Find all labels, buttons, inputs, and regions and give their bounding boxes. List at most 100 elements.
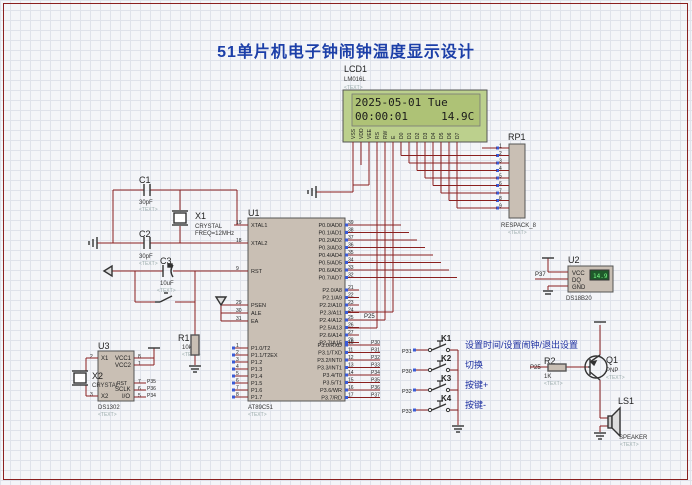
u1-right-pin-num: 25 [348, 315, 354, 321]
rp1-pin-num: 3 [499, 159, 502, 165]
p3-net-label: P34 [371, 370, 380, 376]
key-function-label: 按键- [465, 399, 486, 410]
u1-right-pin-name: P0.1/AD1 [318, 231, 342, 237]
x1-type: CRYSTAL [195, 224, 223, 230]
u1-right-pin-num: 16 [348, 385, 354, 391]
rp1-pin-num: 2 [499, 151, 502, 157]
u1-right-pin-name: P0.5/AD5 [318, 261, 342, 267]
u3-text-tag: <TEXT> [98, 412, 117, 418]
key-ref: K3 [441, 374, 452, 383]
c2-value: 30pF [139, 254, 153, 260]
u1-right-pin-num: 38 [348, 228, 354, 234]
reset-symbols [102, 263, 228, 373]
u1-left-pin-num: 30 [236, 308, 242, 314]
lcd-pin-label: D6 [447, 132, 453, 139]
u2-pin-dq: DQ [572, 278, 581, 284]
lcd1[interactable]: LCD1 LM016L <TEXT> 2025-05-01 Tue 00:00:… [342, 64, 488, 143]
u1-right-pin-name: P0.6/AD6 [318, 268, 342, 274]
x2-symbol [72, 347, 160, 386]
lcd-pin-label: D7 [455, 132, 461, 139]
p3-net-label: P32 [371, 355, 380, 361]
u1-right-pin-name: P0.7/AD7 [318, 276, 342, 282]
key-function-label: 按键+ [465, 379, 488, 390]
u1-right-pin-name: P2.3/A11 [320, 311, 342, 317]
c2-ref: C2 [139, 229, 151, 239]
rp1-pin-marker [496, 146, 499, 150]
u3-ds1302[interactable]: U3 X1 X2 VCC1 VCC2 RST SCLK I/O DS1302 <… [90, 341, 156, 418]
lcd-pin-label: VDD [359, 128, 365, 139]
lcd-power-wires [316, 142, 394, 193]
lcd1-model: LM016L [344, 77, 366, 83]
u3-pin-num-3: 3 [90, 392, 93, 398]
u1-left-pin-num: 6 [236, 378, 239, 384]
keys-group[interactable]: P31K1设置时间/设置闹钟/退出设置P30K2切换P32K3按键+P33K4按… [402, 334, 578, 433]
u1-at89c51[interactable]: U1 AT89C51 <TEXT> XTAL119XTAL218RST9PSEN… [234, 208, 375, 418]
key-net-label: P33 [402, 409, 412, 415]
q1-text-tag: <TEXT> [606, 375, 625, 381]
rp1-pin-marker [496, 161, 499, 165]
u1-right-pin-name: P3.6/WR [320, 388, 342, 394]
ground-symbol-lcd [307, 186, 317, 198]
schematic-title: 51单片机电子钟闹钟温度显示设计 [217, 44, 475, 61]
p3-net-label: P33 [371, 363, 380, 369]
u1-right-pin-num: 12 [348, 355, 354, 361]
u3-pin-num-7: 7 [138, 379, 141, 385]
x2-type: CRYSTAL [92, 383, 120, 389]
u1-right-pin-num: 37 [348, 235, 354, 241]
lcd-pin-label: E [391, 135, 397, 139]
q1-type: PNP [606, 368, 618, 374]
u1-left-pin-num: 31 [236, 316, 242, 322]
u1-right-pin-num: 33 [348, 265, 354, 271]
u3-pin-num-8: 8 [138, 354, 141, 360]
p3-net-label: P35 [371, 378, 380, 384]
lcd-pin-label: D4 [431, 132, 437, 139]
u1-left-pin-name: P1.1/T2EX [251, 353, 278, 359]
x2-ref: X2 [92, 371, 103, 381]
u1-left-pin-num: 1 [236, 343, 239, 349]
u3-body [97, 350, 135, 402]
r2-value: 1K [544, 374, 551, 380]
u1-right-pin-num: 15 [348, 378, 354, 384]
u1-right-pin-num: 34 [348, 258, 354, 264]
c2-text-tag: <TEXT> [139, 261, 158, 267]
u2-ref: U2 [568, 255, 580, 265]
key-ref: K4 [441, 394, 452, 403]
buzzer-circuit[interactable]: R2 1K <TEXT> P25 Q1 PNP <TEXT> LS1 SPEAK… [530, 355, 648, 448]
u1-right-pin-num: 13 [348, 363, 354, 369]
ls1-ref: LS1 [618, 396, 634, 406]
c1-value: 30pF [139, 200, 153, 206]
u1-right-pin-name: P2.1/A9 [322, 296, 342, 302]
u1-right-pin-name: P2.4/A12 [319, 318, 342, 324]
u1-right-pin-name: P2.7/A15 [319, 341, 342, 347]
u1-right-pin-name: P3.1/TXD [318, 351, 342, 357]
u3-net-p35: P35 [147, 379, 156, 385]
u1-left-pins: XTAL119XTAL218RST9PSEN29ALE30EA31P1.0/T2… [234, 220, 278, 401]
u1-left-pin-name: P1.4 [251, 374, 262, 380]
rp1-pin-marker [496, 206, 499, 210]
rp1-pin-num: 5 [499, 174, 502, 180]
u1-left-pin-num: 3 [236, 357, 239, 363]
u2-ds18b20[interactable]: U2 VCC DQ GND 14.9 DS18B20 P37 [535, 255, 614, 302]
crystal-oscillator[interactable]: C1 30pF <TEXT> C2 30pF <TEXT> X1 CRYSTAL… [139, 175, 234, 267]
data-bus-wires [345, 142, 497, 329]
u1-left-pin-num: 9 [236, 266, 239, 272]
u1-left-pin-num: 18 [236, 238, 242, 244]
u3-pin-io: I/O [122, 394, 130, 400]
rp1-pin-num: 9 [499, 204, 502, 210]
c3-value: 10uF [160, 281, 174, 287]
ls1-text-tag: <TEXT> [620, 442, 639, 448]
u1-right-pin-num: 21 [348, 285, 354, 291]
lcd-pin-label: RS [375, 131, 381, 139]
u1-text-tag: <TEXT> [248, 412, 267, 418]
u3-pin-num-6: 6 [138, 386, 141, 392]
u1-right-pin-name: P3.3/INT1 [317, 366, 342, 372]
u3-pin-x2: X2 [101, 394, 109, 400]
u1-right-pin-name: P3.7/RD [321, 396, 342, 402]
lcd1-text-tag: <TEXT> [344, 85, 363, 91]
u1-left-pin-name: XTAL1 [251, 223, 267, 229]
lcd1-line1: 2025-05-01 Tue [355, 96, 448, 109]
